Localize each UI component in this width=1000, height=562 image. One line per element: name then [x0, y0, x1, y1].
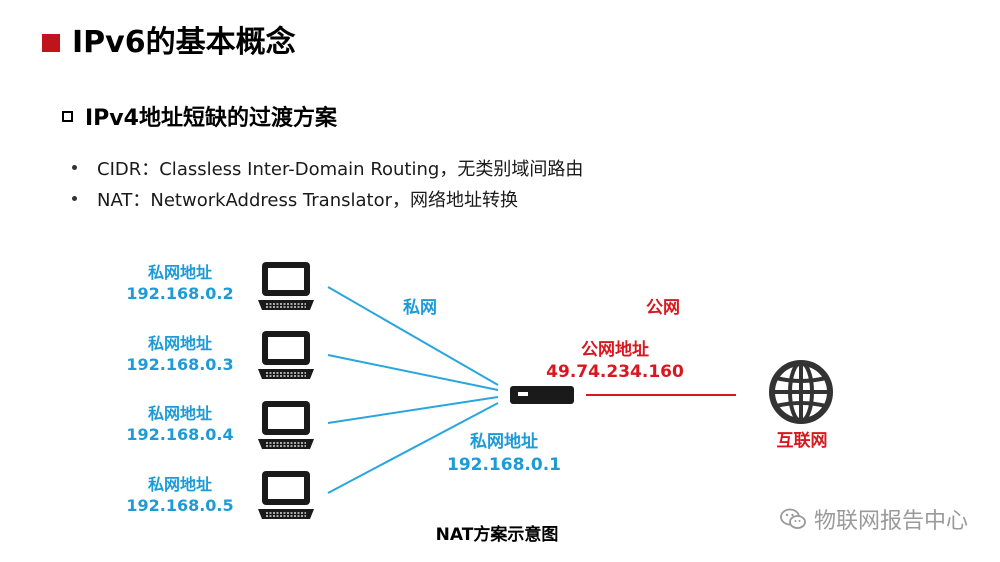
- client-label-4: 私网地址: [148, 475, 212, 494]
- watermark-text: 物联网报告中心: [813, 509, 968, 534]
- client-ip-1: 192.168.0.2: [126, 284, 233, 303]
- router-icon: [510, 386, 574, 404]
- laptop-icon: [258, 331, 314, 379]
- globe-icon: [769, 360, 833, 424]
- link-line-4: [327, 402, 499, 494]
- section-heading: IPv4地址短缺的过渡方案: [62, 100, 337, 132]
- bullet-text-nat: NAT：NetworkAddress Translator，网络地址转换: [97, 189, 519, 211]
- bullet-dot: [72, 165, 77, 170]
- laptop-icon: [258, 471, 314, 519]
- checkbox-square-icon: [62, 110, 73, 122]
- router-private-ip: 192.168.0.1: [447, 455, 561, 475]
- title-bar: IPv6的基本概念: [42, 25, 296, 60]
- section-heading-text: IPv4地址短缺的过渡方案: [85, 106, 337, 131]
- laptop-icon: [258, 401, 314, 449]
- client-label-1: 私网地址: [148, 263, 212, 282]
- internet-label: 互联网: [777, 431, 828, 451]
- router-private-label: 私网地址: [470, 431, 538, 452]
- public-address-ip: 49.74.234.160: [546, 362, 684, 382]
- bullet-item: CIDR：Classless Inter-Domain Routing，无类别域…: [72, 152, 583, 183]
- link-line-1: [327, 286, 499, 386]
- public-network-label: 公网: [646, 298, 680, 318]
- page-title: IPv6的基本概念: [72, 25, 296, 60]
- bullet-dot: [72, 196, 77, 201]
- client-ip-2: 192.168.0.3: [126, 355, 233, 374]
- private-network-label: 私网: [403, 298, 437, 318]
- link-line-2: [327, 354, 499, 391]
- watermark: 物联网报告中心: [780, 503, 968, 535]
- bullet-item: NAT：NetworkAddress Translator，网络地址转换: [72, 183, 583, 214]
- client-label-3: 私网地址: [148, 404, 212, 423]
- diagram-caption: NAT方案示意图: [436, 524, 559, 545]
- wechat-icon: [780, 508, 806, 529]
- link-line-3: [327, 396, 499, 424]
- client-ip-4: 192.168.0.5: [126, 496, 233, 515]
- bullet-text-cidr: CIDR：Classless Inter-Domain Routing，无类别域…: [97, 158, 584, 180]
- title-marker: [42, 34, 60, 52]
- public-address-label: 公网地址: [581, 339, 649, 360]
- client-ip-3: 192.168.0.4: [126, 425, 233, 444]
- client-label-2: 私网地址: [148, 334, 212, 353]
- bullet-list: CIDR：Classless Inter-Domain Routing，无类别域…: [72, 152, 583, 214]
- laptop-icon: [258, 262, 314, 310]
